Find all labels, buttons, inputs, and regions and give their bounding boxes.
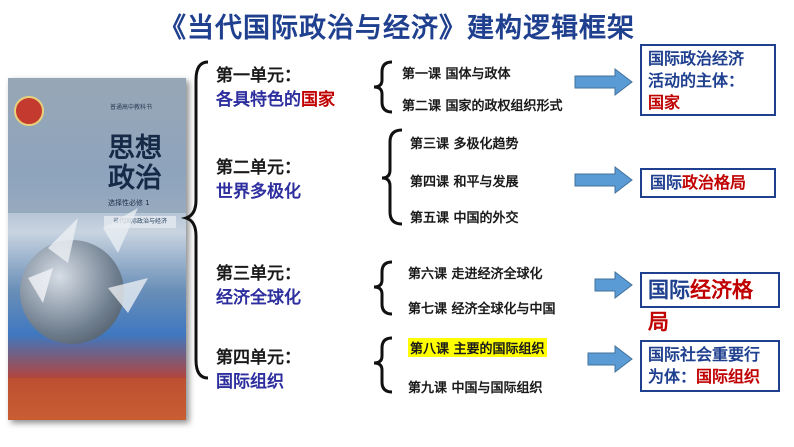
box-2-prefix: 国际	[650, 173, 683, 192]
lesson-9: 第九课 中国与国际组织	[408, 381, 543, 396]
box-4-line1: 国际社会重要行	[648, 345, 761, 364]
unit-3-title: 经济全球化	[216, 288, 301, 308]
lesson-6: 第六课 走进经济全球化	[408, 267, 543, 282]
lesson-4: 第四课 和平与发展	[410, 175, 519, 190]
lesson-5: 第五课 中国的外交	[410, 211, 519, 226]
box-2-red: 政治格局	[682, 173, 747, 192]
publisher-badge-icon	[14, 96, 44, 126]
box-3-red: 经济格局	[648, 278, 753, 334]
lesson-8-highlighted: 第八课 主要的国际组织	[408, 338, 547, 357]
lesson-1: 第一课 国体与政体	[402, 67, 511, 82]
unit-1-title-text: 各具特色的	[216, 90, 301, 110]
lesson-3: 第三课 多极化趋势	[410, 137, 519, 152]
textbook-cover-image: 普通高中教科书 思想 政治 选择性必修 1 当代国际政治与经济	[8, 78, 186, 420]
unit-3: 第三单元： 经济全球化	[216, 262, 301, 310]
box-3-prefix: 国际	[648, 278, 690, 302]
box-actor-state: 国际政治经济 活动的主体： 国家	[640, 44, 776, 116]
unit-2: 第二单元： 世界多极化	[216, 156, 301, 204]
unit-4-title: 国际组织	[216, 372, 284, 392]
box-4-line2: 为体：国际组织	[648, 366, 772, 388]
box-1-line2: 活动的主体：	[648, 71, 745, 90]
cover-title-line1: 思想	[108, 133, 162, 164]
unit-2-label: 第二单元：	[216, 158, 301, 178]
box-4-red: 国际组织	[696, 367, 761, 386]
box-international-organization: 国际社会重要行 为体：国际组织	[640, 340, 780, 392]
unit-4-label: 第四单元：	[216, 348, 301, 368]
box-1-red: 国家	[648, 93, 681, 112]
box-economic-pattern: 国际经济格局	[640, 272, 780, 334]
unit-1-title-red: 国家	[301, 90, 335, 110]
page-title: 《当代国际政治与经济》建构逻辑框架	[159, 13, 635, 44]
unit-1-label: 第一单元：	[216, 66, 301, 86]
cover-title: 思想 政治	[108, 134, 166, 194]
unit-1: 第一单元： 各具特色的国家	[216, 64, 335, 112]
lesson-2: 第二课 国家的政权组织形式	[402, 99, 563, 114]
cover-series: 普通高中教科书	[110, 104, 153, 111]
box-1-line1: 国际政治经济	[648, 49, 745, 68]
unit-2-title: 世界多极化	[216, 182, 301, 202]
cover-subtitle: 选择性必修 1	[108, 199, 150, 207]
box-political-pattern: 国际政治格局	[640, 168, 776, 198]
cover-title-line2: 政治	[108, 163, 162, 194]
unit-4: 第四单元： 国际组织	[216, 346, 301, 394]
box-4-line2-prefix: 为体：	[648, 367, 697, 386]
cover-decoration	[8, 208, 186, 420]
unit-3-label: 第三单元：	[216, 264, 301, 284]
unit-1-title: 各具特色的国家	[216, 88, 335, 112]
lesson-7: 第七课 经济全球化与中国	[408, 302, 556, 317]
